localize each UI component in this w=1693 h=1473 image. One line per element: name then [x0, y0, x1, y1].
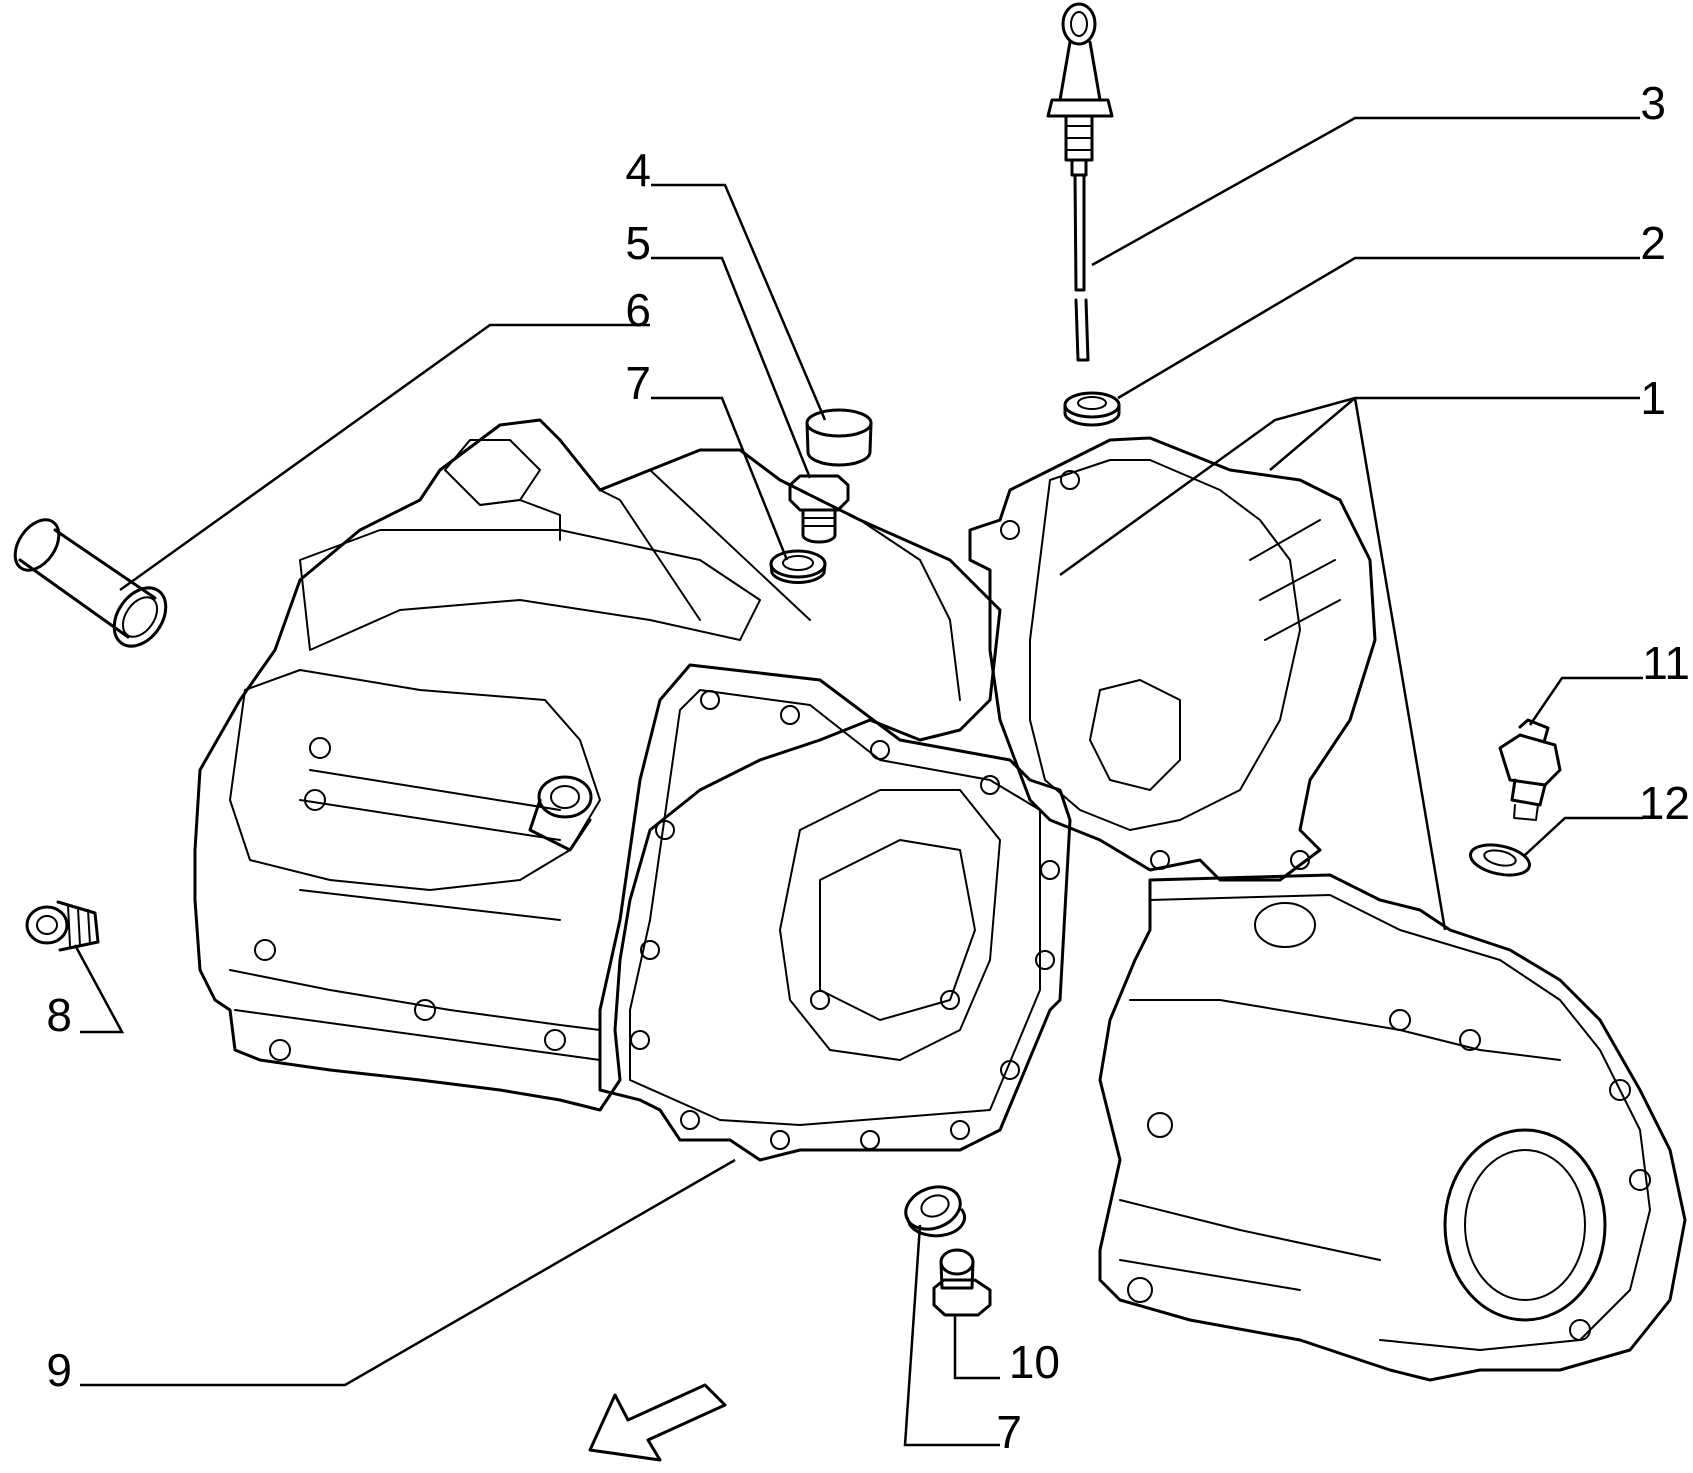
callout-7-lower: 7	[996, 1406, 1022, 1458]
callout-12: 12	[1639, 777, 1690, 829]
leader-6	[119, 323, 650, 592]
callout-10: 10	[1009, 1336, 1060, 1388]
callout-1: 1	[1640, 372, 1666, 424]
callout-9: 9	[46, 1344, 72, 1396]
direction-arrow-icon	[588, 1383, 727, 1462]
plug-part-8	[25, 900, 100, 952]
leader-2	[1117, 256, 1640, 400]
callout-8: 8	[46, 989, 72, 1041]
leader-7-lower	[903, 1224, 1000, 1447]
seal-part-7-lower	[904, 1185, 966, 1238]
washer-part-2	[1063, 391, 1121, 427]
leader-9	[80, 1158, 736, 1387]
callout-4: 4	[625, 144, 651, 196]
leader-7-upper	[651, 396, 789, 561]
leader-12	[1524, 816, 1643, 856]
leader-4	[651, 183, 827, 421]
gasket-part-9	[598, 663, 1072, 1162]
leader-lines	[73, 116, 1643, 1447]
leader-11	[1528, 676, 1643, 726]
housing-half-upper-right	[968, 436, 1377, 882]
sensor-part-11	[1498, 718, 1562, 821]
housing-half-lower-right	[1098, 873, 1687, 1382]
casing-mating-face	[779, 789, 1001, 1061]
washer-part-12	[1469, 843, 1531, 877]
sleeve-part-6	[13, 518, 168, 648]
callout-6: 6	[625, 284, 651, 336]
leader-8	[73, 944, 125, 1034]
plug-part-5	[788, 474, 850, 544]
main-gearbox-housing	[193, 418, 1002, 1112]
callout-2: 2	[1640, 217, 1666, 269]
callout-11: 11	[1642, 637, 1690, 689]
leader-5	[651, 256, 812, 479]
leader-3	[1091, 116, 1640, 267]
callout-labels: 1 2 3 4 5 6 7 7 8 9 10 11 12	[46, 77, 1690, 1458]
callout-3: 3	[1640, 77, 1666, 129]
dipstick-part	[1046, 2, 1114, 362]
callout-7-upper: 7	[625, 357, 651, 409]
drain-plug-part-10	[932, 1248, 992, 1317]
cap-part-4	[805, 408, 873, 467]
callout-5: 5	[625, 217, 651, 269]
leader-1	[1059, 396, 1640, 931]
leader-10	[953, 1315, 1000, 1380]
seal-part-7-upper	[769, 549, 827, 584]
